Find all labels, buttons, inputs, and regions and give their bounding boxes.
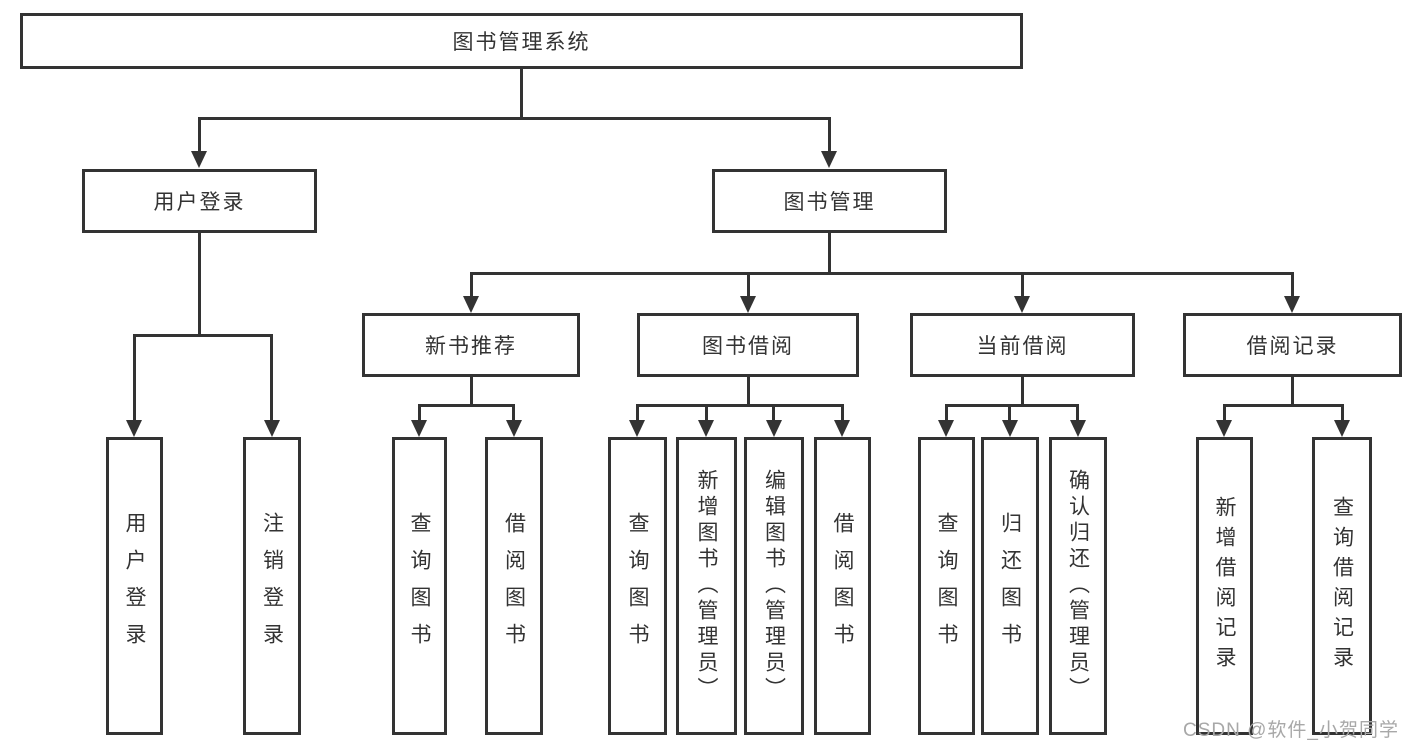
leaf-edit-book-admin: 编辑图书（管理员） [744, 437, 804, 735]
leaf-query-books-borrow: 查询图书 [608, 437, 667, 735]
arrow-down-icon [411, 420, 427, 437]
connector-line [841, 404, 844, 424]
leaf-label: 新增借阅记录 [1213, 496, 1236, 676]
connector-line [1341, 404, 1344, 424]
leaf-return-book: 归还图书 [981, 437, 1039, 735]
leaf-confirm-return-admin: 确认归还（管理员） [1049, 437, 1107, 735]
leaf-label: 归还图书 [998, 512, 1022, 660]
connector-line [705, 404, 708, 424]
connector-line [470, 376, 473, 407]
connector-line [1076, 404, 1079, 424]
leaf-label: 编辑图书（管理员） [762, 469, 786, 703]
leaf-logout: 注销登录 [243, 437, 301, 735]
node-user-login: 用户登录 [82, 169, 317, 233]
arrow-down-icon [629, 420, 645, 437]
leaf-label: 确认归还（管理员） [1066, 469, 1090, 703]
connector-line [418, 404, 421, 424]
csdn-watermark: CSDN @软件_小贺同学 [1183, 720, 1399, 741]
connector-line [1223, 404, 1226, 424]
connector-line [1021, 376, 1024, 407]
connector-line [1008, 404, 1011, 424]
arrow-down-icon [191, 151, 207, 168]
connector-line [828, 117, 831, 155]
connector-line [1021, 272, 1024, 300]
connector-line [470, 272, 473, 300]
connector-line [198, 117, 831, 120]
leaf-query-books-recommend: 查询图书 [392, 437, 447, 735]
node-book-management: 图书管理 [712, 169, 947, 233]
connector-line [945, 404, 948, 424]
leaf-query-books-current: 查询图书 [918, 437, 975, 735]
arrow-down-icon [1014, 296, 1030, 313]
connector-line [1291, 272, 1294, 300]
leaf-add-borrow-record: 新增借阅记录 [1196, 437, 1253, 735]
node-new-book-recommend: 新书推荐 [362, 313, 580, 377]
connector-line [945, 404, 1079, 407]
leaf-label: 新增图书（管理员） [695, 469, 718, 703]
arrow-down-icon [126, 420, 142, 437]
arrow-down-icon [1284, 296, 1300, 313]
connector-line [470, 272, 1294, 275]
node-borrow-records: 借阅记录 [1183, 313, 1402, 377]
connector-line [133, 334, 136, 424]
leaf-label: 查询图书 [935, 512, 958, 660]
arrow-down-icon [766, 420, 782, 437]
connector-line [198, 117, 201, 155]
connector-line [198, 232, 201, 336]
arrow-down-icon [264, 420, 280, 437]
connector-line [270, 334, 273, 424]
arrow-down-icon [1334, 420, 1350, 437]
connector-line [1291, 376, 1294, 407]
connector-line [512, 404, 515, 424]
leaf-add-book-admin: 新增图书（管理员） [676, 437, 737, 735]
arrow-down-icon [463, 296, 479, 313]
connector-line [1223, 404, 1343, 407]
leaf-user-login: 用户登录 [106, 437, 163, 735]
leaf-borrow-books-recommend: 借阅图书 [485, 437, 543, 735]
arrow-down-icon [938, 420, 954, 437]
leaf-label: 借阅图书 [831, 512, 854, 660]
node-book-borrow: 图书借阅 [637, 313, 859, 377]
connector-line [636, 404, 844, 407]
leaf-borrow-books: 借阅图书 [814, 437, 871, 735]
connector-line [418, 404, 515, 407]
connector-line [747, 376, 750, 407]
leaf-query-borrow-record: 查询借阅记录 [1312, 437, 1372, 735]
arrow-down-icon [1002, 420, 1018, 437]
arrow-down-icon [740, 296, 756, 313]
connector-line [747, 272, 750, 300]
arrow-down-icon [1216, 420, 1232, 437]
connector-line [636, 404, 639, 424]
leaf-label: 查询借阅记录 [1330, 496, 1354, 676]
connector-line [133, 334, 273, 337]
leaf-label: 用户登录 [123, 512, 146, 660]
leaf-label: 借阅图书 [502, 512, 526, 660]
node-current-borrow: 当前借阅 [910, 313, 1135, 377]
leaf-label: 查询图书 [408, 512, 431, 660]
node-library-system: 图书管理系统 [20, 13, 1023, 69]
leaf-label: 查询图书 [626, 512, 649, 660]
connector-line [520, 69, 523, 120]
arrow-down-icon [506, 420, 522, 437]
arrow-down-icon [698, 420, 714, 437]
arrow-down-icon [821, 151, 837, 168]
connector-line [772, 404, 775, 424]
leaf-label: 注销登录 [260, 512, 284, 660]
connector-line [828, 232, 831, 275]
arrow-down-icon [1070, 420, 1086, 437]
arrow-down-icon [834, 420, 850, 437]
